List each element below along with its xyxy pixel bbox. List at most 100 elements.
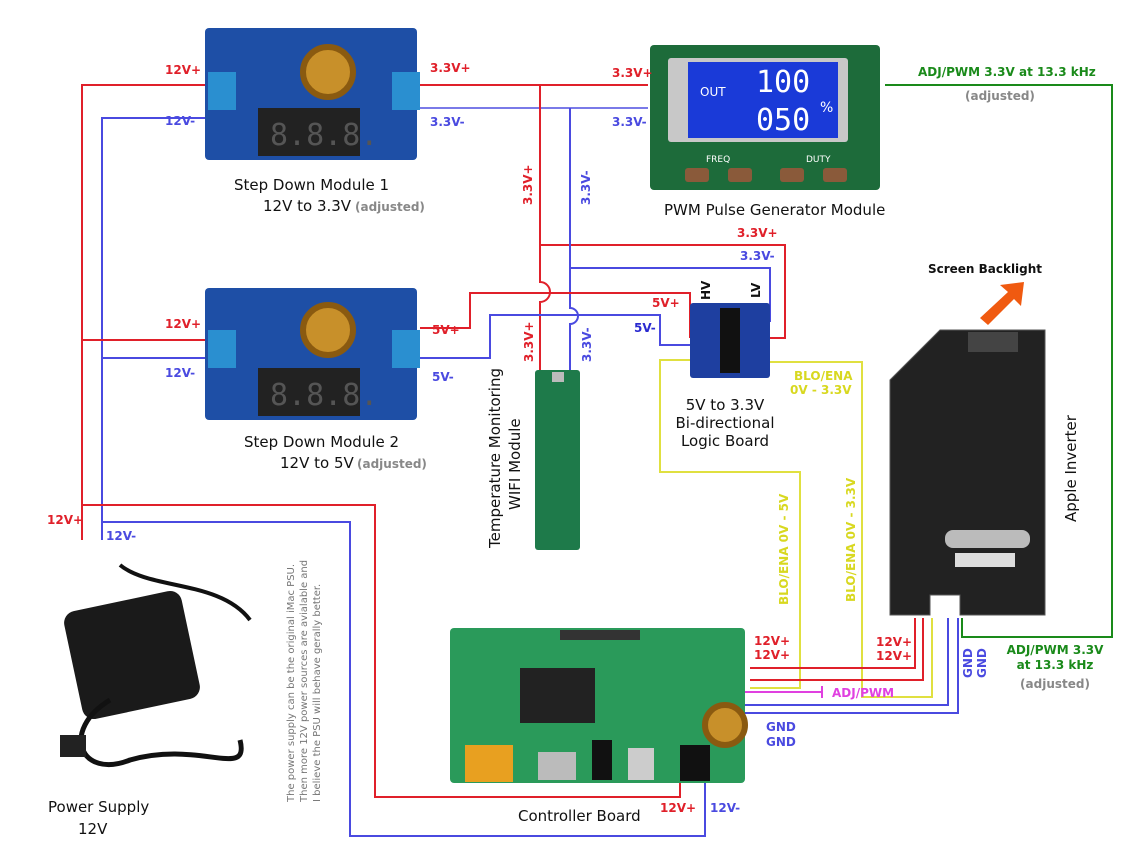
sd2-subtitle: 12V to 5V	[280, 454, 354, 472]
duty-minus-button	[780, 168, 804, 182]
duty-plus-button	[823, 168, 847, 182]
wire-3v3-pos-logic	[539, 85, 786, 339]
psu-neg: 12V-	[106, 529, 136, 543]
sd2-out-pos: 5V+	[432, 323, 460, 337]
controller-blo-3v3: BLO/ENA 0V - 3.3V	[844, 477, 858, 602]
screen-backlight-label: Screen Backlight	[928, 262, 1042, 276]
logic-hv-neg: 5V-	[634, 321, 656, 335]
pwm-output-label: ADJ/PWM 3.3V at 13.3 kHz	[918, 65, 1096, 79]
controller-board	[450, 628, 748, 783]
sd1-in-pos: 12V+	[165, 63, 201, 77]
hv-label: HV	[699, 280, 713, 300]
controller-gnd-2: GND	[766, 735, 796, 749]
pwm-duty-label: DUTY	[806, 155, 831, 165]
wire-3v3-pos-wifi	[539, 245, 551, 372]
power-supply	[60, 563, 252, 768]
logic-blo-label: BLO/ENA	[794, 369, 853, 383]
wifi-pos-top: 3.3V+	[521, 164, 535, 205]
logic-hv-pos: 5V+	[652, 296, 680, 310]
psu-pos: 12V+	[47, 513, 83, 527]
inverter-pwm-note: (adjusted)	[1020, 677, 1090, 691]
apple-inverter	[889, 329, 1046, 616]
lv-label: LV	[749, 282, 763, 298]
controller-pos-1: 12V+	[754, 634, 790, 648]
sd2-title: Step Down Module 2	[244, 433, 399, 451]
controller-in-pos: 12V+	[660, 801, 696, 815]
step-down-module-2: 8.8.8.	[205, 288, 420, 420]
wire-12v-pos-controller	[82, 504, 681, 798]
backlight-arrow-icon	[980, 282, 1024, 325]
wire-gnd-inv-2	[745, 618, 959, 714]
sd1-out-pos: 3.3V+	[430, 61, 471, 75]
controller-in-neg: 12V-	[710, 801, 740, 815]
sd2-in-pos: 12V+	[165, 317, 201, 331]
logic-blo-range: 0V - 3.3V	[790, 383, 852, 397]
controller-blo-5v: BLO/ENA 0V - 5V	[777, 493, 791, 605]
inverter-gnd-2: GND	[975, 648, 989, 678]
sd1-note: (adjusted)	[355, 200, 425, 214]
freq-minus-button	[685, 168, 709, 182]
wire-12v-neg-main	[101, 117, 215, 540]
pwm-display-unit: %	[820, 100, 833, 116]
controller-gnd-1: GND	[766, 720, 796, 734]
sd1-subtitle: 12V to 3.3V	[263, 197, 352, 215]
wifi-title-2: WIFI Module	[506, 418, 524, 510]
sd1-out-neg: 3.3V-	[430, 115, 465, 129]
controller-pos-2: 12V+	[754, 648, 790, 662]
sd1-title: Step Down Module 1	[234, 176, 389, 194]
logic-title-3: Logic Board	[681, 432, 769, 450]
pwm-title: PWM Pulse Generator Module	[664, 201, 885, 219]
wire-3v3-neg-logic	[569, 108, 771, 322]
wire-12v-neg-controller	[102, 521, 706, 837]
sd2-note: (adjusted)	[357, 457, 427, 471]
logic-lv-neg: 3.3V-	[740, 249, 775, 263]
logic-title-2: Bi-directional	[676, 414, 775, 432]
logic-lv-pos: 3.3V+	[737, 226, 778, 240]
pwm-freq-label: FREQ	[706, 155, 730, 165]
sd1-in-neg: 12V-	[165, 114, 195, 128]
psu-subtitle: 12V	[78, 820, 108, 838]
wifi-neg: 3.3V-	[580, 327, 594, 362]
pwm-in-pos: 3.3V+	[612, 66, 653, 80]
inverter-pwm-label: ADJ/PWM 3.3V	[1007, 643, 1105, 657]
psu-note-3: I believe the PSU will behave gerally be…	[312, 584, 323, 802]
wire-blo-5v	[659, 359, 801, 689]
wifi-neg-top: 3.3V-	[579, 170, 593, 205]
wifi-title-1: Temperature Monitoring	[486, 368, 504, 549]
pwm-in-neg: 3.3V-	[612, 115, 647, 129]
wifi-pos: 3.3V+	[522, 321, 536, 362]
wifi-module	[535, 370, 580, 550]
wire-pwm-out	[885, 84, 1113, 638]
inverter-title: Apple Inverter	[1062, 414, 1080, 522]
psu-note-2: Then more 12V power sources are avialabl…	[299, 560, 310, 803]
logic-level-board	[690, 303, 770, 378]
controller-adj-pwm: ADJ/PWM	[832, 686, 894, 700]
wire-12v-pos-inv-1	[750, 618, 916, 669]
freq-plus-button	[728, 168, 752, 182]
pwm-display-bottom: 050	[756, 103, 810, 138]
svg-text:8.8.8.: 8.8.8.	[270, 378, 378, 413]
inverter-pos-1: 12V+	[876, 635, 912, 649]
psu-title: Power Supply	[48, 798, 149, 816]
wire-5v-neg	[420, 314, 690, 359]
psu-note-1: The power supply can be the original iMa…	[286, 564, 297, 803]
pwm-display-out: OUT	[700, 85, 726, 99]
inverter-pwm-freq: at 13.3 kHz	[1017, 658, 1094, 672]
wire-12v-pos-inv-2	[750, 618, 924, 681]
pwm-display-top: 100	[756, 65, 810, 100]
inverter-pos-2: 12V+	[876, 649, 912, 663]
wire-gnd-inv-1	[745, 618, 949, 706]
sd2-in-neg: 12V-	[165, 366, 195, 380]
sd2-out-neg: 5V-	[432, 370, 454, 384]
inverter-gnd-1: GND	[961, 648, 975, 678]
pwm-output-note: (adjusted)	[965, 89, 1035, 103]
wire-blo-3v3	[770, 361, 933, 698]
pwm-pulse-generator-module: OUT 100 050 % FREQ DUTY	[650, 45, 880, 190]
wire-3v3-neg-wifi	[569, 268, 579, 372]
step-down-module-1: 8.8.8.	[205, 28, 420, 160]
wires	[81, 84, 1113, 837]
controller-title: Controller Board	[518, 807, 641, 825]
svg-text:8.8.8.: 8.8.8.	[270, 118, 378, 153]
wire-12v-pos-main	[81, 84, 215, 540]
